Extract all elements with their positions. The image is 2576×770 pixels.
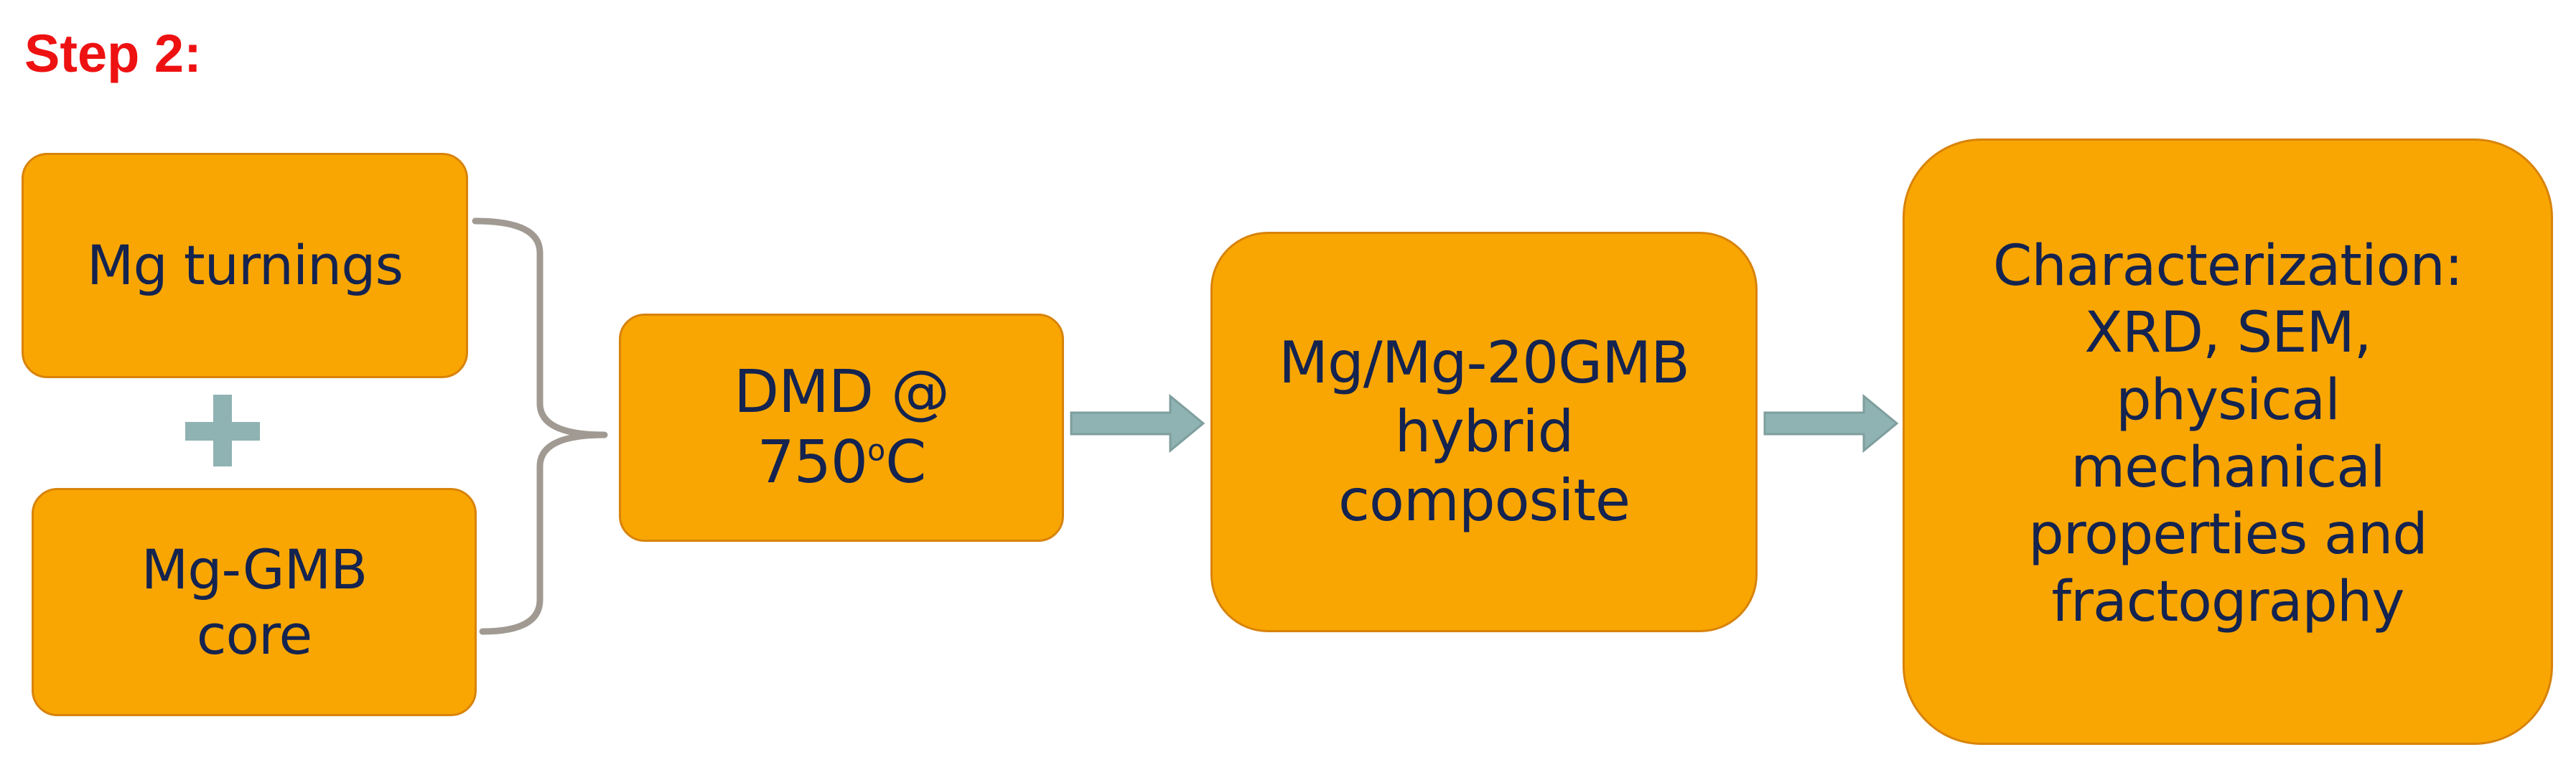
step-title: Step 2: xyxy=(24,24,202,83)
dmd-process-label: DMD @750oC xyxy=(733,357,950,499)
mg-gmb-core-label: Mg-GMB core xyxy=(141,537,368,667)
dmd-process-box: DMD @750oC xyxy=(619,314,1064,542)
hybrid-composite-label: Mg/Mg-20GMB hybrid composite xyxy=(1278,329,1690,534)
mg-turnings-label: Mg turnings xyxy=(86,233,403,298)
temperature-value: 750 xyxy=(757,428,869,497)
mg-gmb-core-box: Mg-GMB core xyxy=(32,488,477,716)
characterization-box: Characterization: XRD, SEM, physical mec… xyxy=(1903,138,2553,745)
temperature-unit: C xyxy=(885,428,926,497)
curly-brace-icon xyxy=(472,217,608,635)
characterization-label: Characterization: XRD, SEM, physical mec… xyxy=(1992,233,2463,634)
plus-icon xyxy=(185,395,260,466)
arrow-to-characterization-icon xyxy=(1763,393,1899,454)
dmd-line1: DMD @ xyxy=(733,357,950,426)
degree-symbol: o xyxy=(867,433,886,468)
hybrid-composite-box: Mg/Mg-20GMB hybrid composite xyxy=(1210,232,1758,632)
arrow-to-composite-icon xyxy=(1070,393,1205,454)
mg-turnings-box: Mg turnings xyxy=(22,153,468,378)
